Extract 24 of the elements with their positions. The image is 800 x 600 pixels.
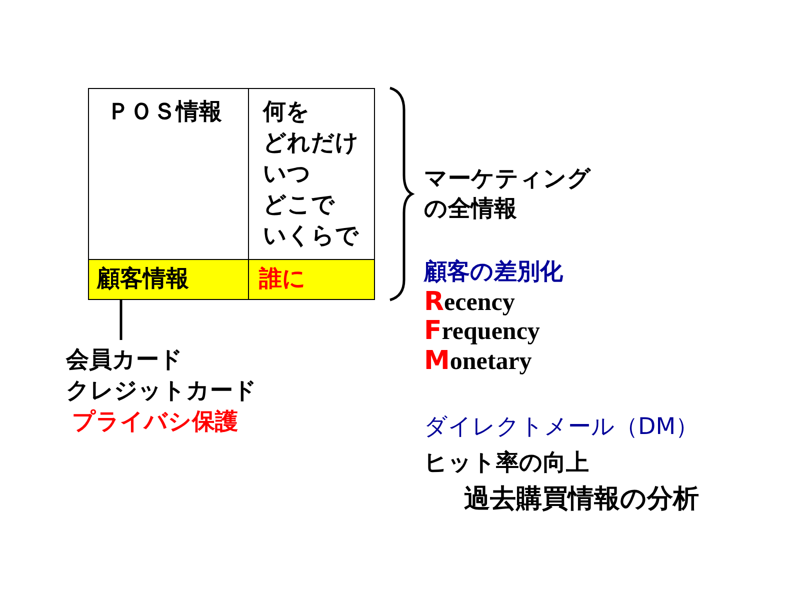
cell-text: 誰に xyxy=(259,265,307,294)
annotation-text: マーケティングの全情報 xyxy=(424,165,592,224)
annotation-text: 過去購買情報の分析 xyxy=(464,484,699,514)
term-text: Frequency xyxy=(424,316,540,347)
table-cell xyxy=(88,259,249,300)
cell-text: 何を xyxy=(263,98,311,127)
annotation-text: ヒット率の向上 xyxy=(424,449,589,478)
term-text: Recency xyxy=(424,287,515,318)
table-cell xyxy=(88,88,249,260)
cell-text: ＰＯＳ情報 xyxy=(107,98,223,127)
cell-text: 会員カード xyxy=(66,346,184,375)
cell-text: プライバシ保護 xyxy=(71,408,239,437)
table-cell xyxy=(248,88,375,260)
heading-text: ダイレクトメール（DM） xyxy=(424,413,699,442)
cell-text: いつ xyxy=(263,160,312,189)
table-cell xyxy=(248,259,375,300)
cell-text: 顧客情報 xyxy=(97,265,190,294)
cell-text: クレジットカード xyxy=(66,377,258,406)
term-text: Monetary xyxy=(424,346,532,377)
heading-text: 顧客の差別化 xyxy=(424,258,563,287)
cell-text: いくらで xyxy=(263,222,360,251)
cell-text: どれだけ xyxy=(263,129,360,158)
leader-line xyxy=(120,300,122,340)
cell-text: どこで xyxy=(263,191,336,220)
